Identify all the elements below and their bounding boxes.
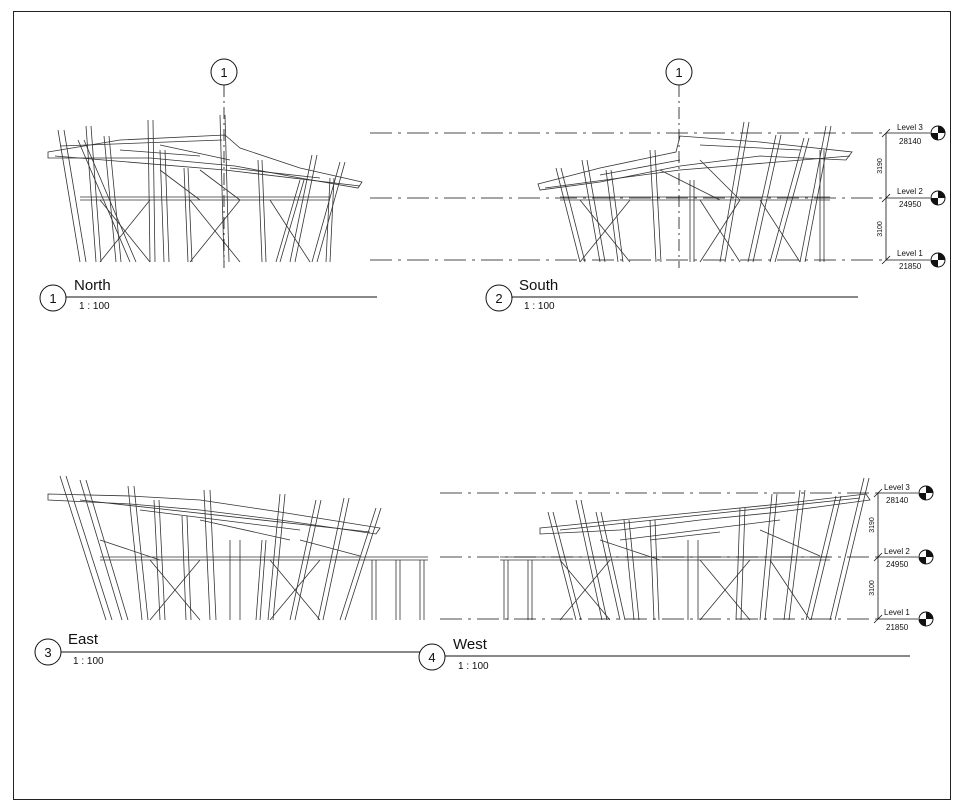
dimension-lower: 3100 [877,221,884,237]
level-markers-bottom: Level 3 28140 Level 2 24950 Level 1 2185… [869,483,934,632]
level-name: Level 3 [897,123,923,132]
level-elevation: 28140 [899,137,922,146]
grid-line-south: 1 [665,58,693,268]
level-name: Level 1 [897,249,923,258]
view-scale: 1 : 100 [458,661,489,672]
view-number: 2 [495,291,502,306]
view-name: East [68,631,99,648]
view-scale: 1 : 100 [79,301,110,312]
view-name: North [74,277,111,294]
level-elevation: 24950 [886,560,909,569]
view-name: West [453,636,488,653]
level-name: Level 1 [884,608,910,617]
view-title-north: 1 North 1 : 100 [39,277,377,312]
level-name: Level 3 [884,483,910,492]
level-lines-bottom [440,488,918,624]
level-lines-top [370,128,930,265]
elevation-south [537,121,853,263]
sheet-border [13,11,951,800]
level-name: Level 2 [897,187,923,196]
view-number: 3 [44,645,51,660]
view-number: 1 [49,291,56,306]
elevation-west [500,477,871,621]
level-elevation: 28140 [886,496,909,505]
view-name: South [519,277,558,294]
level-name: Level 2 [884,547,910,556]
grid-line-north: 1 [210,58,238,268]
level-elevation: 21850 [899,262,922,271]
view-title-east: 3 East 1 : 100 [34,631,420,667]
view-title-south: 2 South 1 : 100 [485,277,858,312]
view-title-west: 4 West 1 : 100 [418,636,910,672]
view-number: 4 [428,650,435,665]
elevation-north [47,114,363,263]
elevation-east [47,475,428,621]
level-elevation: 21850 [886,623,909,632]
view-scale: 1 : 100 [524,301,555,312]
dimension-upper: 3190 [869,517,876,533]
grid-bubble-label: 1 [675,65,682,80]
grid-bubble-label: 1 [220,65,227,80]
dimension-upper: 3190 [877,158,884,174]
level-markers-top: Level 3 28140 Level 2 24950 Level 1 2185… [877,123,946,271]
view-scale: 1 : 100 [73,656,104,667]
dimension-lower: 3100 [869,580,876,596]
level-elevation: 24950 [899,200,922,209]
